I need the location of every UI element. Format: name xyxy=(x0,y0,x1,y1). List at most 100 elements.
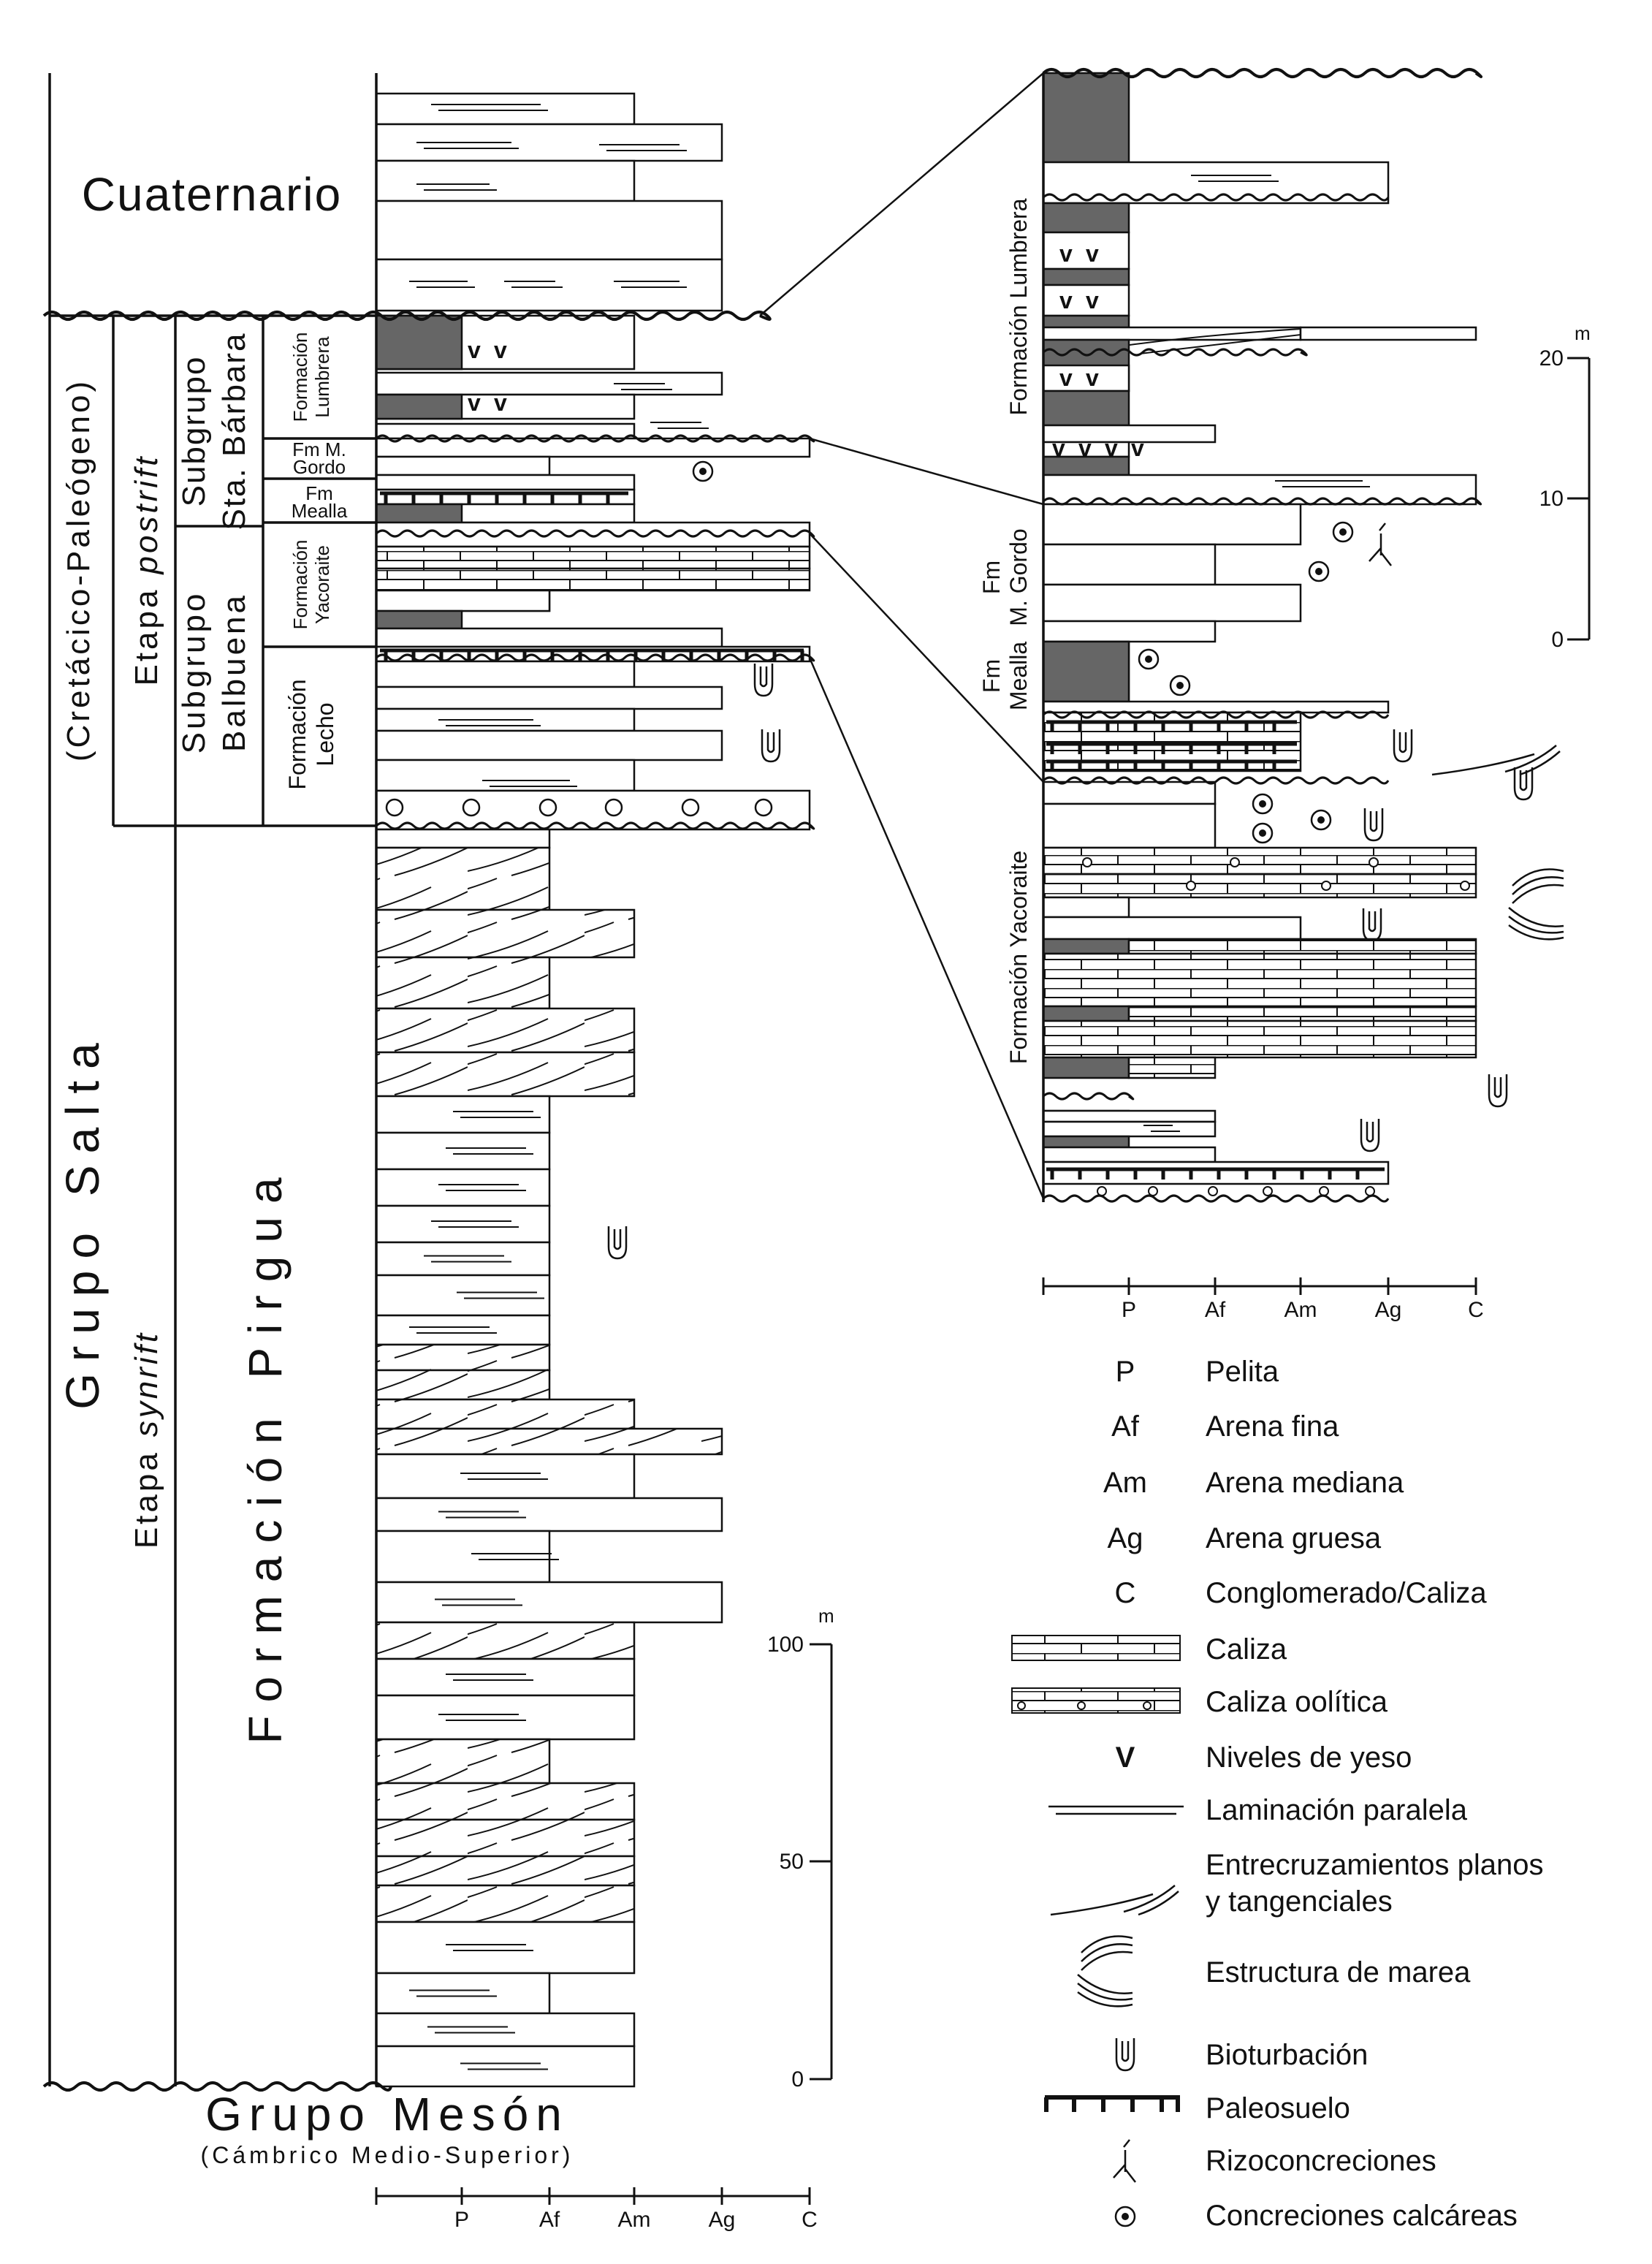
detail-bed xyxy=(1042,231,1130,270)
concretion-icon xyxy=(1138,648,1160,670)
detail-bed-limestone xyxy=(1127,1056,1217,1079)
correlation-line xyxy=(759,72,1044,316)
bed xyxy=(375,1241,551,1277)
tidal-structure-mark xyxy=(1077,1991,1133,2007)
gypsum-mark: v xyxy=(494,337,507,363)
legend-label: Niveles de yeso xyxy=(1206,1741,1412,1774)
bioturbation-icon xyxy=(1368,911,1377,932)
bed-shale xyxy=(375,503,463,524)
grain-axis-label: P xyxy=(1122,1298,1136,1322)
bed xyxy=(375,371,723,396)
bed xyxy=(375,2045,636,2088)
bed xyxy=(375,1694,636,1741)
tidal-structure-mark xyxy=(1512,868,1564,886)
gypsum-mark: v xyxy=(1086,365,1099,391)
bed-crossbedded xyxy=(375,1369,551,1401)
unit-fm-lecho-1: Formación xyxy=(284,679,311,789)
bed xyxy=(375,1168,551,1207)
erosion-surface xyxy=(1042,68,1482,78)
bioturbation-icon xyxy=(613,1229,622,1250)
bioturbation-icon xyxy=(1121,2041,1130,2062)
grain-axis-label: Am xyxy=(1284,1298,1317,1322)
bed xyxy=(375,1657,636,1697)
bed xyxy=(375,455,551,476)
gypsum-mark: v xyxy=(1105,435,1118,461)
legend-label: Paleosuelo xyxy=(1206,2092,1350,2124)
detail-bed-shale xyxy=(1042,314,1130,329)
detail-unit-mgordo-2: M. Gordo xyxy=(1005,528,1032,626)
unit-fm-lumbrera-1: Formación xyxy=(289,333,311,422)
bed xyxy=(375,2012,636,2048)
detail-bed xyxy=(1042,700,1390,714)
unconformity-line xyxy=(42,2081,392,2092)
bioturbation-icon xyxy=(1362,908,1382,942)
tidal-structure-mark xyxy=(1508,924,1564,941)
erosion-surface xyxy=(1042,1092,1135,1101)
bed xyxy=(375,789,811,831)
ooid-mark xyxy=(1321,881,1331,891)
legend-label: Entrecruzamientos planos xyxy=(1206,1849,1543,1881)
gypsum-mark: v xyxy=(1078,435,1092,461)
bed xyxy=(375,258,723,312)
bed xyxy=(375,1274,551,1317)
unit-cuaternario: Cuaternario xyxy=(82,168,342,221)
rhizoconcretion-icon xyxy=(1113,2139,1136,2183)
detail-bed-shale xyxy=(1042,938,1130,955)
ooid-mark xyxy=(1017,1701,1026,1710)
bed xyxy=(375,589,551,612)
correlation-lines xyxy=(759,72,1045,1199)
concretion-icon xyxy=(1259,800,1266,808)
ooid-mark xyxy=(1369,857,1379,867)
legend-code: Ag xyxy=(1108,1522,1143,1554)
bed xyxy=(375,1581,723,1624)
bed-crossbedded xyxy=(375,1007,636,1054)
detail-bed xyxy=(1042,474,1477,506)
ooid-mark xyxy=(1460,881,1470,891)
concretion-icon xyxy=(1169,675,1191,696)
concretion-icon xyxy=(699,468,707,475)
bioturbation-icon xyxy=(759,666,768,688)
bioturbation-icon xyxy=(753,664,774,697)
correlation-line xyxy=(809,437,1044,506)
concretion-icon xyxy=(1339,528,1347,536)
bed xyxy=(375,1204,551,1244)
bioturbation-icon xyxy=(1488,1074,1508,1108)
cross-bedding-mark xyxy=(1138,1891,1179,1916)
erosion-surface xyxy=(1042,1194,1390,1203)
unit-cambrico: (Cámbrico Medio-Superior) xyxy=(201,2142,574,2168)
bed xyxy=(375,1530,551,1584)
grain-axis-label: Am xyxy=(618,2208,651,2232)
unit-etapa-synrift: Etapasynrift xyxy=(129,1331,164,1549)
erosion-surface xyxy=(1042,348,1308,357)
detail-bed xyxy=(1042,583,1302,623)
grain-axis-label: P xyxy=(454,2208,469,2232)
oolitic-limestone-swatch xyxy=(1011,1687,1181,1714)
detail-bed-shale xyxy=(1042,1135,1130,1149)
bioturbation-icon xyxy=(1369,811,1378,832)
bioturbation-icon xyxy=(766,732,775,753)
concretion-icon xyxy=(1315,568,1322,575)
etapa-word: Etapa xyxy=(129,1450,164,1549)
detail-bed xyxy=(1042,161,1390,205)
detail-bed xyxy=(1042,1120,1217,1138)
erosion-surface xyxy=(1042,710,1390,719)
detail-bed xyxy=(1042,896,1130,919)
erosion-surface xyxy=(375,434,815,443)
legend-label: Rizoconcreciones xyxy=(1206,2145,1436,2177)
unconformity-line xyxy=(42,311,772,321)
detail-bed-oolitic xyxy=(1042,846,1477,875)
detail-bed-limestone xyxy=(1127,1005,1477,1022)
ooid-mark xyxy=(1097,1186,1107,1196)
detail-bed xyxy=(1042,802,1217,849)
gypsum-mark: v xyxy=(1059,365,1073,391)
concretion-icon xyxy=(1252,793,1274,815)
gypsum-mark: v xyxy=(1086,240,1099,267)
gypsum-mark: v xyxy=(1059,240,1073,267)
detail-scale-label: 10 xyxy=(1539,487,1564,511)
erosion-surface xyxy=(375,821,815,830)
conglomerate-clast xyxy=(754,798,773,817)
unit-etapa-postrift: Etapapostrift xyxy=(129,454,164,685)
